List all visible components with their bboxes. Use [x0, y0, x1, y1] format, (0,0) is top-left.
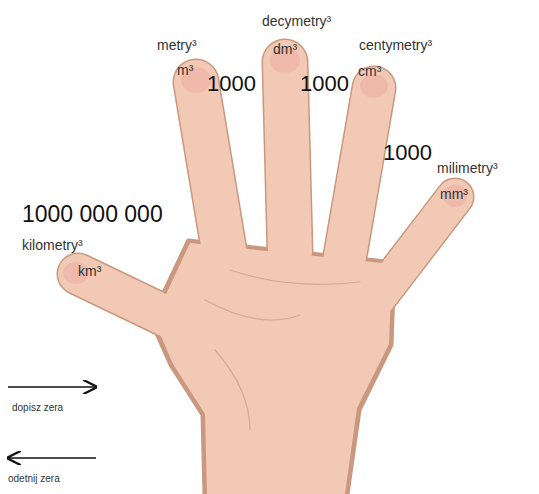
right-arrow: [8, 386, 96, 388]
unit-symbol: m³: [177, 63, 193, 78]
left-arrow: [8, 457, 96, 459]
unit-symbol: mm³: [440, 187, 468, 202]
unit-name: metry³: [157, 38, 197, 53]
unit-symbol: cm³: [358, 64, 381, 79]
unit-name: milimetry³: [437, 161, 498, 176]
conversion-factor: 1000 000 000: [22, 202, 163, 227]
unit-name: centymetry³: [359, 38, 432, 53]
conversion-factor: 1000: [207, 72, 256, 96]
unit-name: decymetry³: [262, 14, 331, 29]
unit-symbol: km³: [78, 264, 101, 279]
unit-name: kilometry³: [22, 238, 83, 253]
conversion-factor: 1000: [300, 72, 349, 96]
arrow-caption: odetnij zera: [8, 473, 60, 484]
conversion-factor: 1000: [383, 141, 432, 165]
arrow-caption: dopisz zera: [12, 402, 63, 413]
unit-symbol: dm³: [273, 42, 297, 57]
